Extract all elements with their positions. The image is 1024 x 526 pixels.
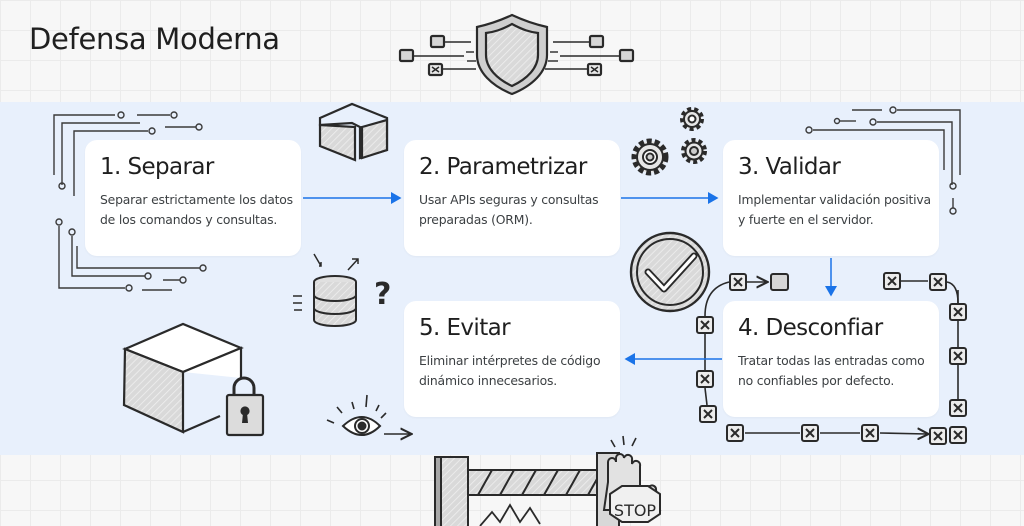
step-description: Implementar validación positiva y fuerte… [738, 192, 931, 227]
blocked-node-icon [929, 427, 947, 445]
eye-icon [326, 394, 410, 435]
cube-icon [318, 102, 389, 162]
blocked-node-icon [696, 316, 714, 334]
blocked-node-icon [949, 303, 967, 321]
blocked-node-icon [699, 405, 717, 423]
locked-box-icon [122, 322, 265, 437]
checkmark-badge-icon [629, 231, 711, 313]
step-title: 4. Desconfiar [738, 315, 883, 341]
blocked-node-icon [726, 424, 744, 442]
blocked-node-icon [861, 424, 879, 442]
step-description: Usar APIs seguras y consultas preparadas… [419, 192, 599, 227]
step-card-separar: 1. Separar Separar estrictamente los dat… [85, 140, 301, 256]
question-mark-icon: ? [374, 277, 391, 312]
stop-sign-text: STOP [614, 501, 657, 520]
step-card-desconfiar: 4. Desconfiar Tratar todas las entradas … [723, 301, 939, 417]
blocked-node-icon [729, 273, 747, 291]
open-node-icon [770, 273, 789, 291]
blocked-node-icon [949, 399, 967, 417]
blocked-nodes-icon [696, 272, 967, 445]
step-card-evitar: 5. Evitar Eliminar intérpretes de código… [404, 301, 620, 417]
step-description: Separar estrictamente los datos de los c… [100, 192, 293, 227]
node-connector [704, 281, 730, 317]
step-description: Tratar todas las entradas como no confia… [738, 353, 925, 388]
circuit-lines-icon [53, 111, 207, 292]
barrier-stop-icon [434, 435, 662, 526]
gears-icon [631, 107, 707, 176]
blocked-node-icon [949, 426, 967, 444]
circuit-lines-icon [805, 106, 961, 215]
node-connector [946, 281, 959, 304]
blocked-node-icon [801, 424, 819, 442]
step-title: 3. Validar [738, 154, 841, 180]
step-description: Eliminar intérpretes de código dinámico … [419, 353, 601, 388]
step-card-parametrizar: 2. Parametrizar Usar APIs seguras y cons… [404, 140, 620, 256]
node-connector [879, 433, 927, 434]
blocked-node-icon [883, 272, 901, 290]
page-title: Defensa Moderna [29, 22, 280, 56]
node-connector [704, 387, 708, 406]
database-icon [293, 253, 359, 327]
step-title: 1. Separar [100, 154, 214, 180]
step-title: 5. Evitar [419, 315, 511, 341]
blocked-node-icon [929, 273, 947, 291]
blocked-node-icon [696, 370, 714, 388]
shield-icon [398, 13, 635, 96]
step-card-validar: 3. Validar Implementar validación positi… [723, 140, 939, 256]
blocked-node-icon [949, 347, 967, 365]
step-title: 2. Parametrizar [419, 154, 587, 180]
